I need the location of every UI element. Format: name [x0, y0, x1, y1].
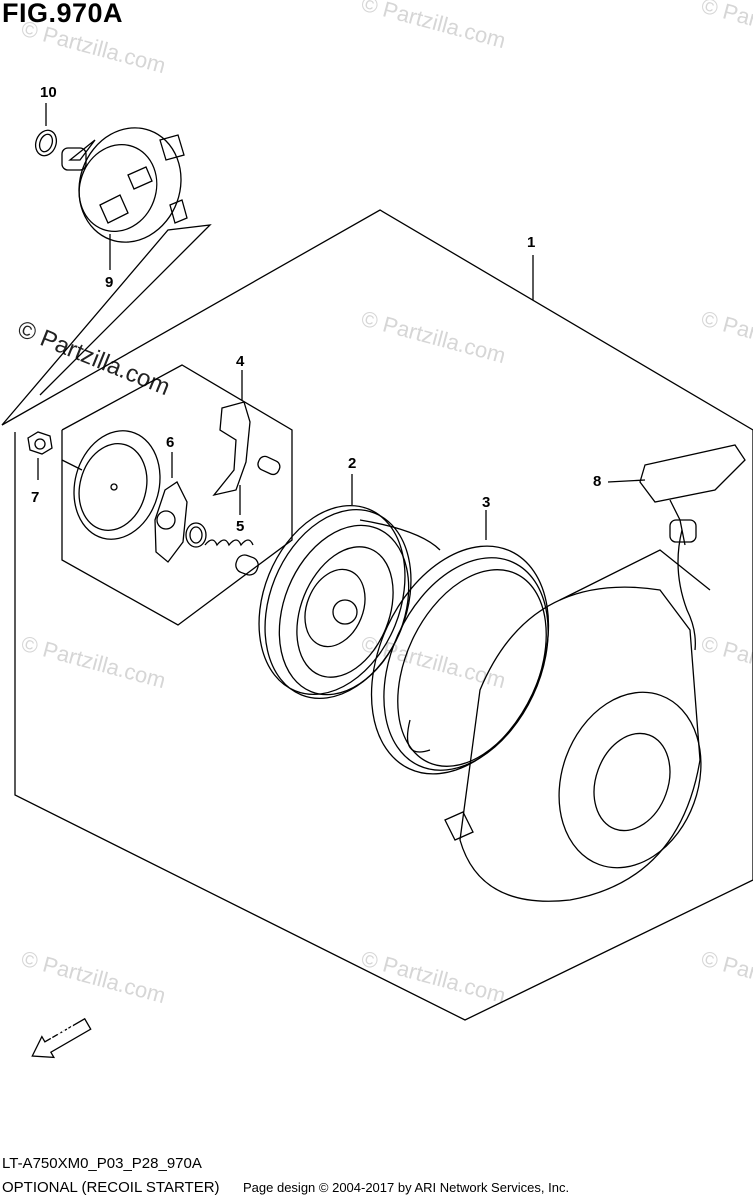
callout-2: 2: [348, 455, 356, 472]
fwd-arrow: [31, 1017, 92, 1059]
watermark: © Partzilla.com: [359, 946, 509, 1009]
friction-plate: [61, 430, 161, 540]
watermark: © Partzilla.com: [699, 631, 753, 694]
callout-5: 5: [236, 518, 244, 535]
watermark: © Partzilla.com: [699, 0, 753, 55]
guide-part-6: [154, 452, 188, 563]
callout-4: 4: [236, 353, 245, 370]
ratchet-pawl-part-4: [212, 370, 251, 497]
watermark: © Partzilla.com: [19, 946, 169, 1009]
leader-9-box: [1, 224, 212, 426]
watermark-dark: © Partzilla.com: [14, 316, 174, 402]
handle-part-8: [607, 444, 746, 651]
callout-8: 8: [593, 473, 601, 490]
figure-code: LT-A750XM0_P03_P28_970A: [2, 1155, 202, 1172]
callout-10: 10: [40, 84, 57, 101]
spring-part-3: [370, 510, 550, 775]
callout-3: 3: [482, 494, 490, 511]
fwd-label: FWD: [46, 1017, 77, 1043]
housing-part-1: [444, 255, 711, 902]
watermark: © Partzilla.com: [699, 946, 753, 1009]
figure-name: OPTIONAL (RECOIL STARTER): [2, 1179, 220, 1196]
starter-cup-part-9: [61, 127, 188, 243]
watermark-layer: © Partzilla.com © Partzilla.com © Partzi…: [19, 0, 753, 1008]
watermark: © Partzilla.com: [19, 16, 169, 79]
o-ring-part-10: [34, 103, 58, 157]
watermark: © Partzilla.com: [359, 0, 509, 53]
callout-6: 6: [166, 434, 174, 451]
figure-title: FIG.970A: [2, 0, 124, 28]
nut-part-7: [27, 431, 53, 480]
watermark: © Partzilla.com: [699, 306, 753, 369]
callout-7: 7: [31, 489, 39, 506]
pin-part-5: [239, 455, 281, 515]
watermark: © Partzilla.com: [359, 306, 509, 369]
footer-credit: Page design © 2004-2017 by ARI Network S…: [243, 1180, 570, 1195]
assembly-outline: [1, 209, 753, 1021]
spring-washer: [185, 522, 259, 576]
callout-labels: 10 9 1 4 6 2 3 8 7 5: [31, 84, 601, 535]
subassembly-outline: [61, 364, 293, 626]
callout-9: 9: [105, 274, 113, 291]
callout-1: 1: [527, 234, 535, 251]
watermark: © Partzilla.com: [19, 631, 169, 694]
reel-part-2: [258, 474, 441, 700]
